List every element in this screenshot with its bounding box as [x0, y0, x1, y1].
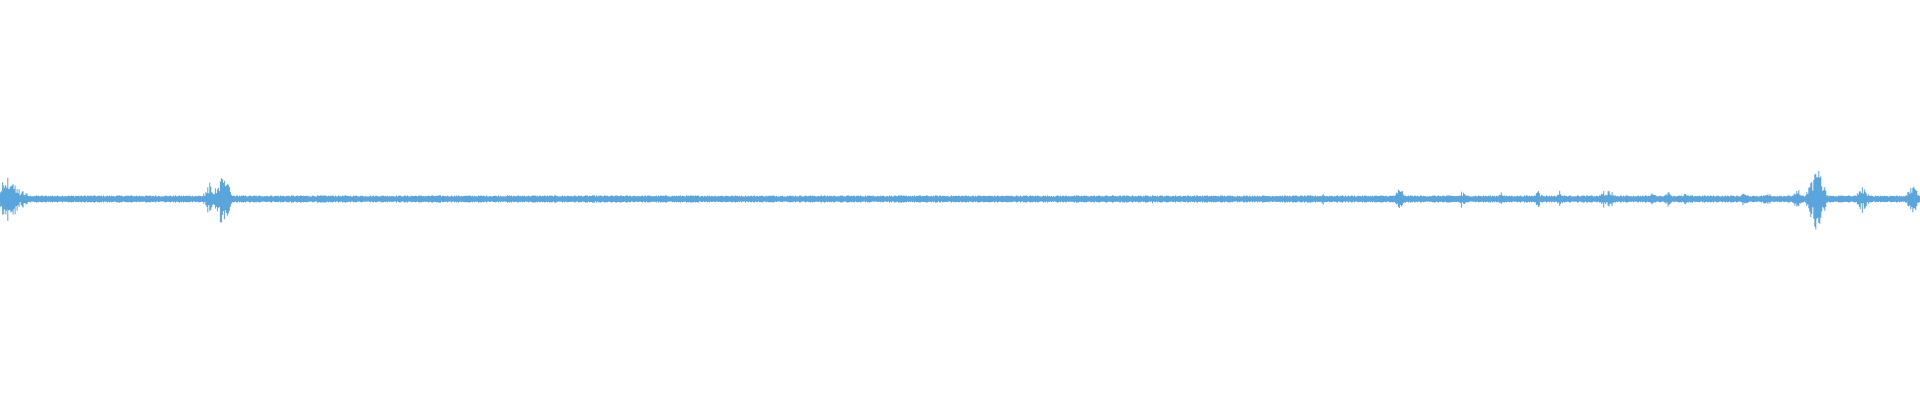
- waveform-burst: [1553, 190, 1566, 206]
- waveform-burst: [16, 191, 30, 208]
- waveform-burst: [1147, 195, 1158, 204]
- waveform-burst: [976, 195, 987, 202]
- waveform-burst: [1602, 190, 1616, 207]
- waveform-burst: [211, 178, 234, 223]
- waveform-burst: [1531, 191, 1545, 207]
- waveform-series: [0, 170, 1920, 230]
- waveform-noise: [0, 195, 1920, 203]
- waveform-burst: [1737, 193, 1751, 206]
- waveform-burst: [1392, 189, 1407, 208]
- waveform-burst: [613, 196, 625, 203]
- waveform-burst: [1317, 194, 1329, 205]
- waveform-burst: [1662, 192, 1676, 207]
- waveform-burst: [1760, 194, 1774, 204]
- waveform-burst: [1455, 191, 1469, 208]
- waveform-burst: [1804, 170, 1830, 230]
- waveform-burst: [1790, 190, 1805, 207]
- waveform-burst: [1647, 193, 1660, 205]
- waveform-burst: [1854, 187, 1871, 213]
- waveform-burst: [1495, 192, 1508, 204]
- waveform-burst: [1680, 193, 1693, 204]
- waveform-burst: [1904, 186, 1920, 213]
- waveform-burst: [868, 195, 880, 202]
- waveform-burst: [528, 195, 540, 203]
